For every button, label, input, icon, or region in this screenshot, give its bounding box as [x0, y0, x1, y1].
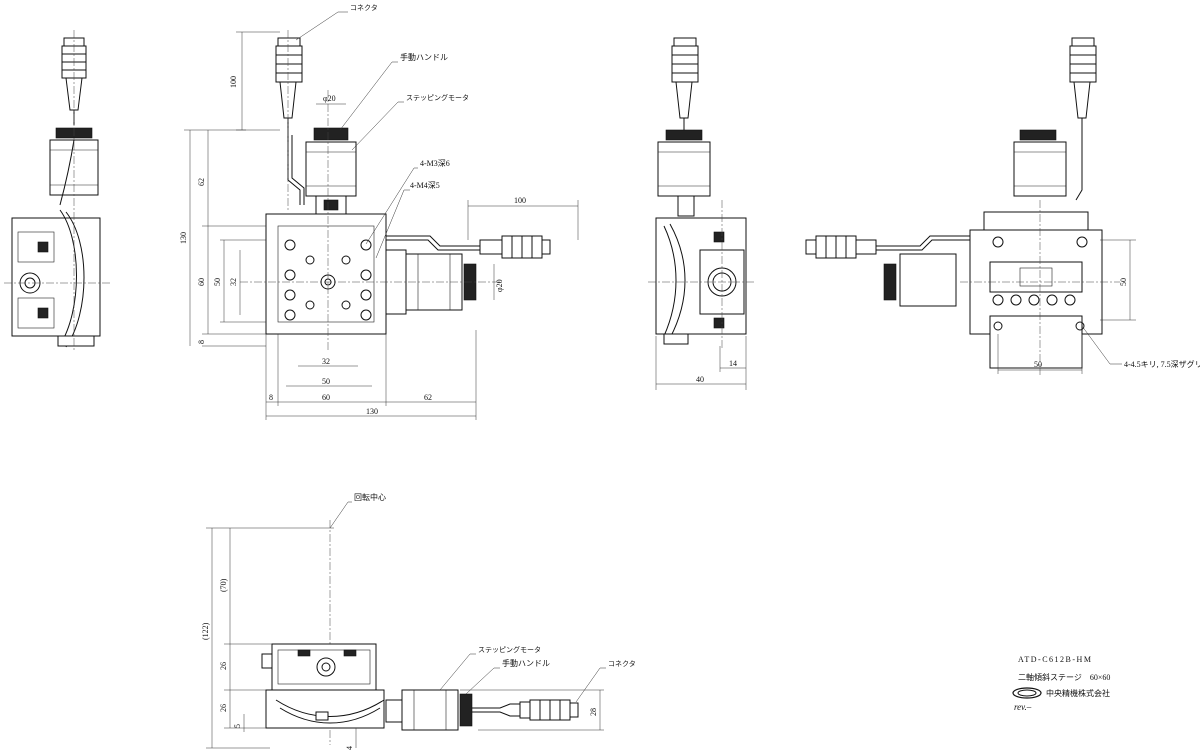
dim-top-bottom-130: 130 — [366, 407, 378, 416]
dim-front-26-lower: 26 — [219, 704, 228, 712]
callout-tap-m4: 4-M4深5 — [410, 181, 440, 190]
dim-top-inner-32: 32 — [229, 278, 238, 286]
dim-top-bottom-62: 62 — [424, 393, 432, 402]
dim-front-70: (70) — [219, 578, 228, 592]
callout-connector-top: コネクタ — [350, 3, 378, 12]
callout-connector-front: コネクタ — [608, 659, 636, 668]
callout-rotation-center: 回転中心 — [354, 492, 386, 502]
dim-front-28: 28 — [589, 708, 598, 716]
dim-rear-50-horizontal: 50 — [1034, 360, 1042, 369]
company-logo — [1012, 687, 1042, 699]
dim-top-bottom-32: 32 — [322, 357, 330, 366]
top-view — [184, 11, 579, 420]
callout-manual-handle-front: 手動ハンドル — [502, 658, 550, 668]
callout-counterbore: 4-4.5キリ, 7.5深ザグリ — [1124, 359, 1200, 369]
dim-top-cable-100: 100 — [229, 76, 238, 88]
dim-front-26-upper: 26 — [219, 662, 228, 670]
title-description: 二軸傾斜ステージ 60×60 — [1018, 672, 1110, 682]
left-side-view — [4, 30, 110, 350]
callout-stepping-motor-top: ステッピングモータ — [406, 93, 469, 102]
front-view — [206, 501, 606, 749]
side-view — [648, 37, 754, 390]
dim-top-130: 130 — [179, 232, 188, 244]
dim-top-60: 60 — [197, 278, 206, 286]
dim-top-8: 8 — [197, 340, 206, 344]
dim-top-bottom-60: 60 — [322, 393, 330, 402]
dim-top-bottom-50: 50 — [322, 377, 330, 386]
title-revision: rev.– — [1014, 702, 1032, 712]
dim-rear-50-vertical: 50 — [1119, 278, 1128, 286]
dim-front-4: 4 — [345, 746, 354, 750]
callout-manual-handle-top: 手動ハンドル — [400, 52, 448, 62]
callout-tap-m3: 4-M3深6 — [420, 159, 450, 168]
callout-stepping-motor-front: ステッピングモータ — [478, 645, 541, 654]
dim-front-5: 5 — [233, 724, 242, 728]
dim-side-40: 40 — [696, 375, 704, 384]
title-company: 中央精機株式会社 — [1046, 688, 1110, 698]
dim-top-cable-right: 100 — [514, 196, 526, 205]
title-model: ATD-C612B-HM — [1018, 655, 1092, 664]
dim-top-62: 62 — [197, 178, 206, 186]
rear-view — [805, 37, 1136, 375]
dim-top-inner-50: 50 — [213, 278, 222, 286]
dim-top-bottom-8: 8 — [269, 393, 273, 402]
dim-top-right-handle-dia: φ20 — [495, 279, 504, 292]
dim-side-14: 14 — [729, 359, 737, 368]
dim-front-122: (122) — [201, 622, 210, 640]
dim-top-handle-dia: φ20 — [323, 94, 336, 103]
